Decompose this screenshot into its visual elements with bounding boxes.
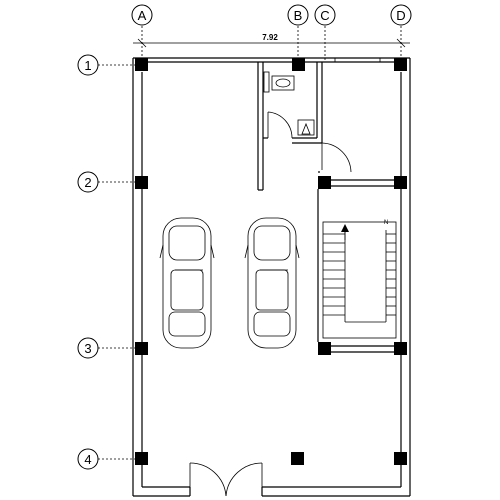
grid-label-a: A <box>138 8 147 23</box>
column-a1 <box>135 58 148 71</box>
grid-label-1: 1 <box>84 58 91 73</box>
grid-label-c: C <box>320 8 329 23</box>
column-a4 <box>135 452 148 465</box>
column-d2 <box>394 176 407 189</box>
toilet-icon <box>297 119 315 136</box>
grid-bubble-d: D <box>390 4 412 26</box>
column-a3 <box>135 342 148 355</box>
grid-bubble-a: A <box>131 4 153 26</box>
bathroom <box>257 62 323 191</box>
grid-bubble-4: 4 <box>77 448 135 470</box>
car-right <box>244 217 300 349</box>
grid-bubble-b: B <box>287 4 309 26</box>
grid-label-b: B <box>294 8 303 23</box>
grid-bubble-1: 1 <box>77 54 135 76</box>
column-c2 <box>318 176 331 189</box>
column-b4 <box>291 452 304 465</box>
column-d3 <box>394 342 407 355</box>
dimension-label: 7.92 <box>262 33 278 42</box>
up-arrow-icon <box>341 224 349 232</box>
water-heater-icon <box>263 71 270 93</box>
grid-bubble-c: C <box>314 4 336 26</box>
hall-door <box>318 142 352 173</box>
grid-label-4: 4 <box>84 452 91 467</box>
staircase: N <box>322 220 397 339</box>
entrance-door <box>189 462 263 497</box>
stair-walls <box>317 179 394 353</box>
column-a2 <box>135 176 148 189</box>
grid-bubble-2: 2 <box>77 171 135 193</box>
columns <box>135 58 407 465</box>
grid-bubble-3: 3 <box>77 337 135 359</box>
stair-mark: N <box>384 220 388 226</box>
grid-label-3: 3 <box>84 341 91 356</box>
exterior-walls <box>132 57 411 497</box>
basin-icon <box>271 75 295 91</box>
car-left <box>159 217 215 349</box>
column-d1 <box>394 58 407 71</box>
column-b1 <box>292 58 305 71</box>
dimension-line: 7.92 <box>133 33 410 48</box>
column-d4 <box>394 452 407 465</box>
grid-label-d: D <box>396 8 405 23</box>
column-c3 <box>318 342 331 355</box>
grid-label-2: 2 <box>84 175 91 190</box>
